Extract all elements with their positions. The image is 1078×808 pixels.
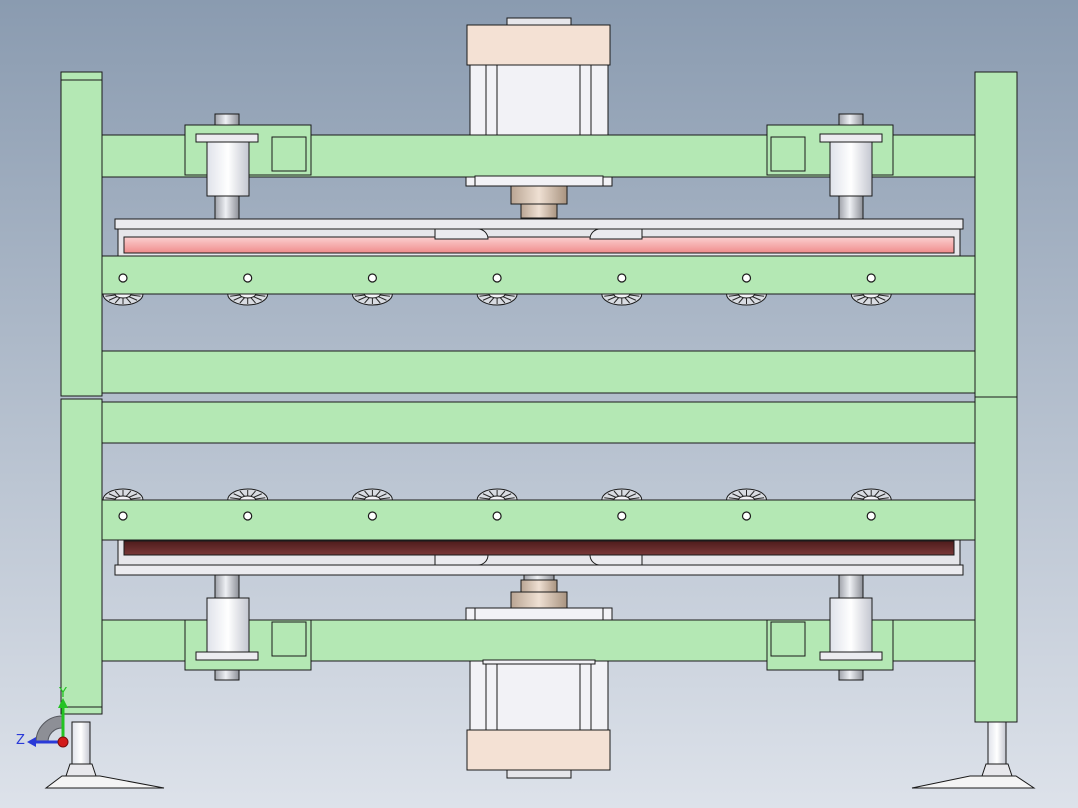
bottom-cylinder-rod-end [506, 769, 572, 779]
bolt-hole [367, 273, 377, 283]
lower-heating-element [123, 540, 955, 556]
top-cylinder-end-cap [466, 24, 611, 66]
upper-heating-element [123, 236, 955, 254]
top-cylinder-collar [474, 175, 604, 187]
guide-bushings[interactable] [184, 124, 894, 671]
middle-beam-upper[interactable] [101, 350, 976, 394]
bolt-hole [492, 511, 502, 521]
bolt-hole [866, 273, 876, 283]
upper-clamp-right [589, 228, 643, 240]
right-foot-pad [911, 775, 1036, 789]
bottom-cylinder-barrel [469, 659, 609, 733]
top-cylinder-coupling-neck [520, 203, 558, 219]
lower-bar-bolt-holes [118, 511, 876, 521]
bottom-air-cylinder[interactable] [465, 553, 613, 779]
bushing-window-top-left [271, 136, 307, 172]
left-foot-stem [71, 721, 91, 765]
lower-clamp-right [589, 554, 643, 566]
upper-bar-bolt-holes [118, 273, 876, 283]
left-column-upper[interactable] [60, 71, 103, 397]
bushing-top-right [829, 141, 873, 197]
upper-roller-bar[interactable] [101, 255, 976, 295]
bolt-hole [741, 273, 752, 283]
bolt-hole [118, 273, 128, 283]
right-foot-nut [981, 763, 1013, 777]
lower-heating-plate[interactable] [114, 539, 964, 576]
bottom-cylinder-base [482, 659, 596, 665]
left-foot-nut [65, 763, 97, 777]
bolt-hole [118, 511, 128, 521]
upper-mounting-plate [114, 218, 964, 230]
bolt-hole [367, 511, 377, 521]
upper-heating-plate[interactable] [114, 218, 964, 258]
bottom-cylinder-collar [474, 607, 604, 621]
lower-clamp-left [434, 554, 489, 566]
lower-mounting-plate [114, 564, 964, 576]
y-axis-label: Y [59, 686, 67, 701]
bottom-cylinder-coupling-neck [520, 579, 558, 593]
bolt-hole [243, 273, 253, 283]
z-axis-label: Z [16, 733, 25, 748]
middle-beam-lower[interactable] [101, 401, 976, 444]
axis-triad[interactable] [27, 698, 69, 748]
left-column-lower[interactable] [60, 398, 103, 715]
bolt-hole [492, 273, 502, 283]
bottom-cylinder-end-cap [466, 729, 611, 771]
bolt-hole [617, 273, 627, 283]
bolt-hole [866, 511, 876, 521]
left-foot-pad [44, 775, 165, 789]
leveling-feet[interactable] [44, 721, 1036, 789]
top-cylinder-barrel [469, 64, 609, 136]
bolt-hole [741, 511, 752, 521]
bushing-bottom-left [206, 597, 250, 653]
bushing-window-bottom-right [770, 621, 806, 657]
bushing-bottom-right [829, 597, 873, 653]
lower-roller-bar[interactable] [101, 499, 976, 541]
upper-clamp-left [434, 228, 489, 240]
bottom-cylinder-coupling [510, 591, 568, 609]
bolt-hole [243, 511, 253, 521]
axis-origin [57, 736, 69, 748]
bushing-window-top-right [770, 136, 806, 172]
right-foot-stem [987, 721, 1007, 765]
top-cylinder-coupling [510, 185, 568, 205]
bushing-window-bottom-left [271, 621, 307, 657]
bolt-hole [617, 511, 627, 521]
bushing-top-left [206, 141, 250, 197]
